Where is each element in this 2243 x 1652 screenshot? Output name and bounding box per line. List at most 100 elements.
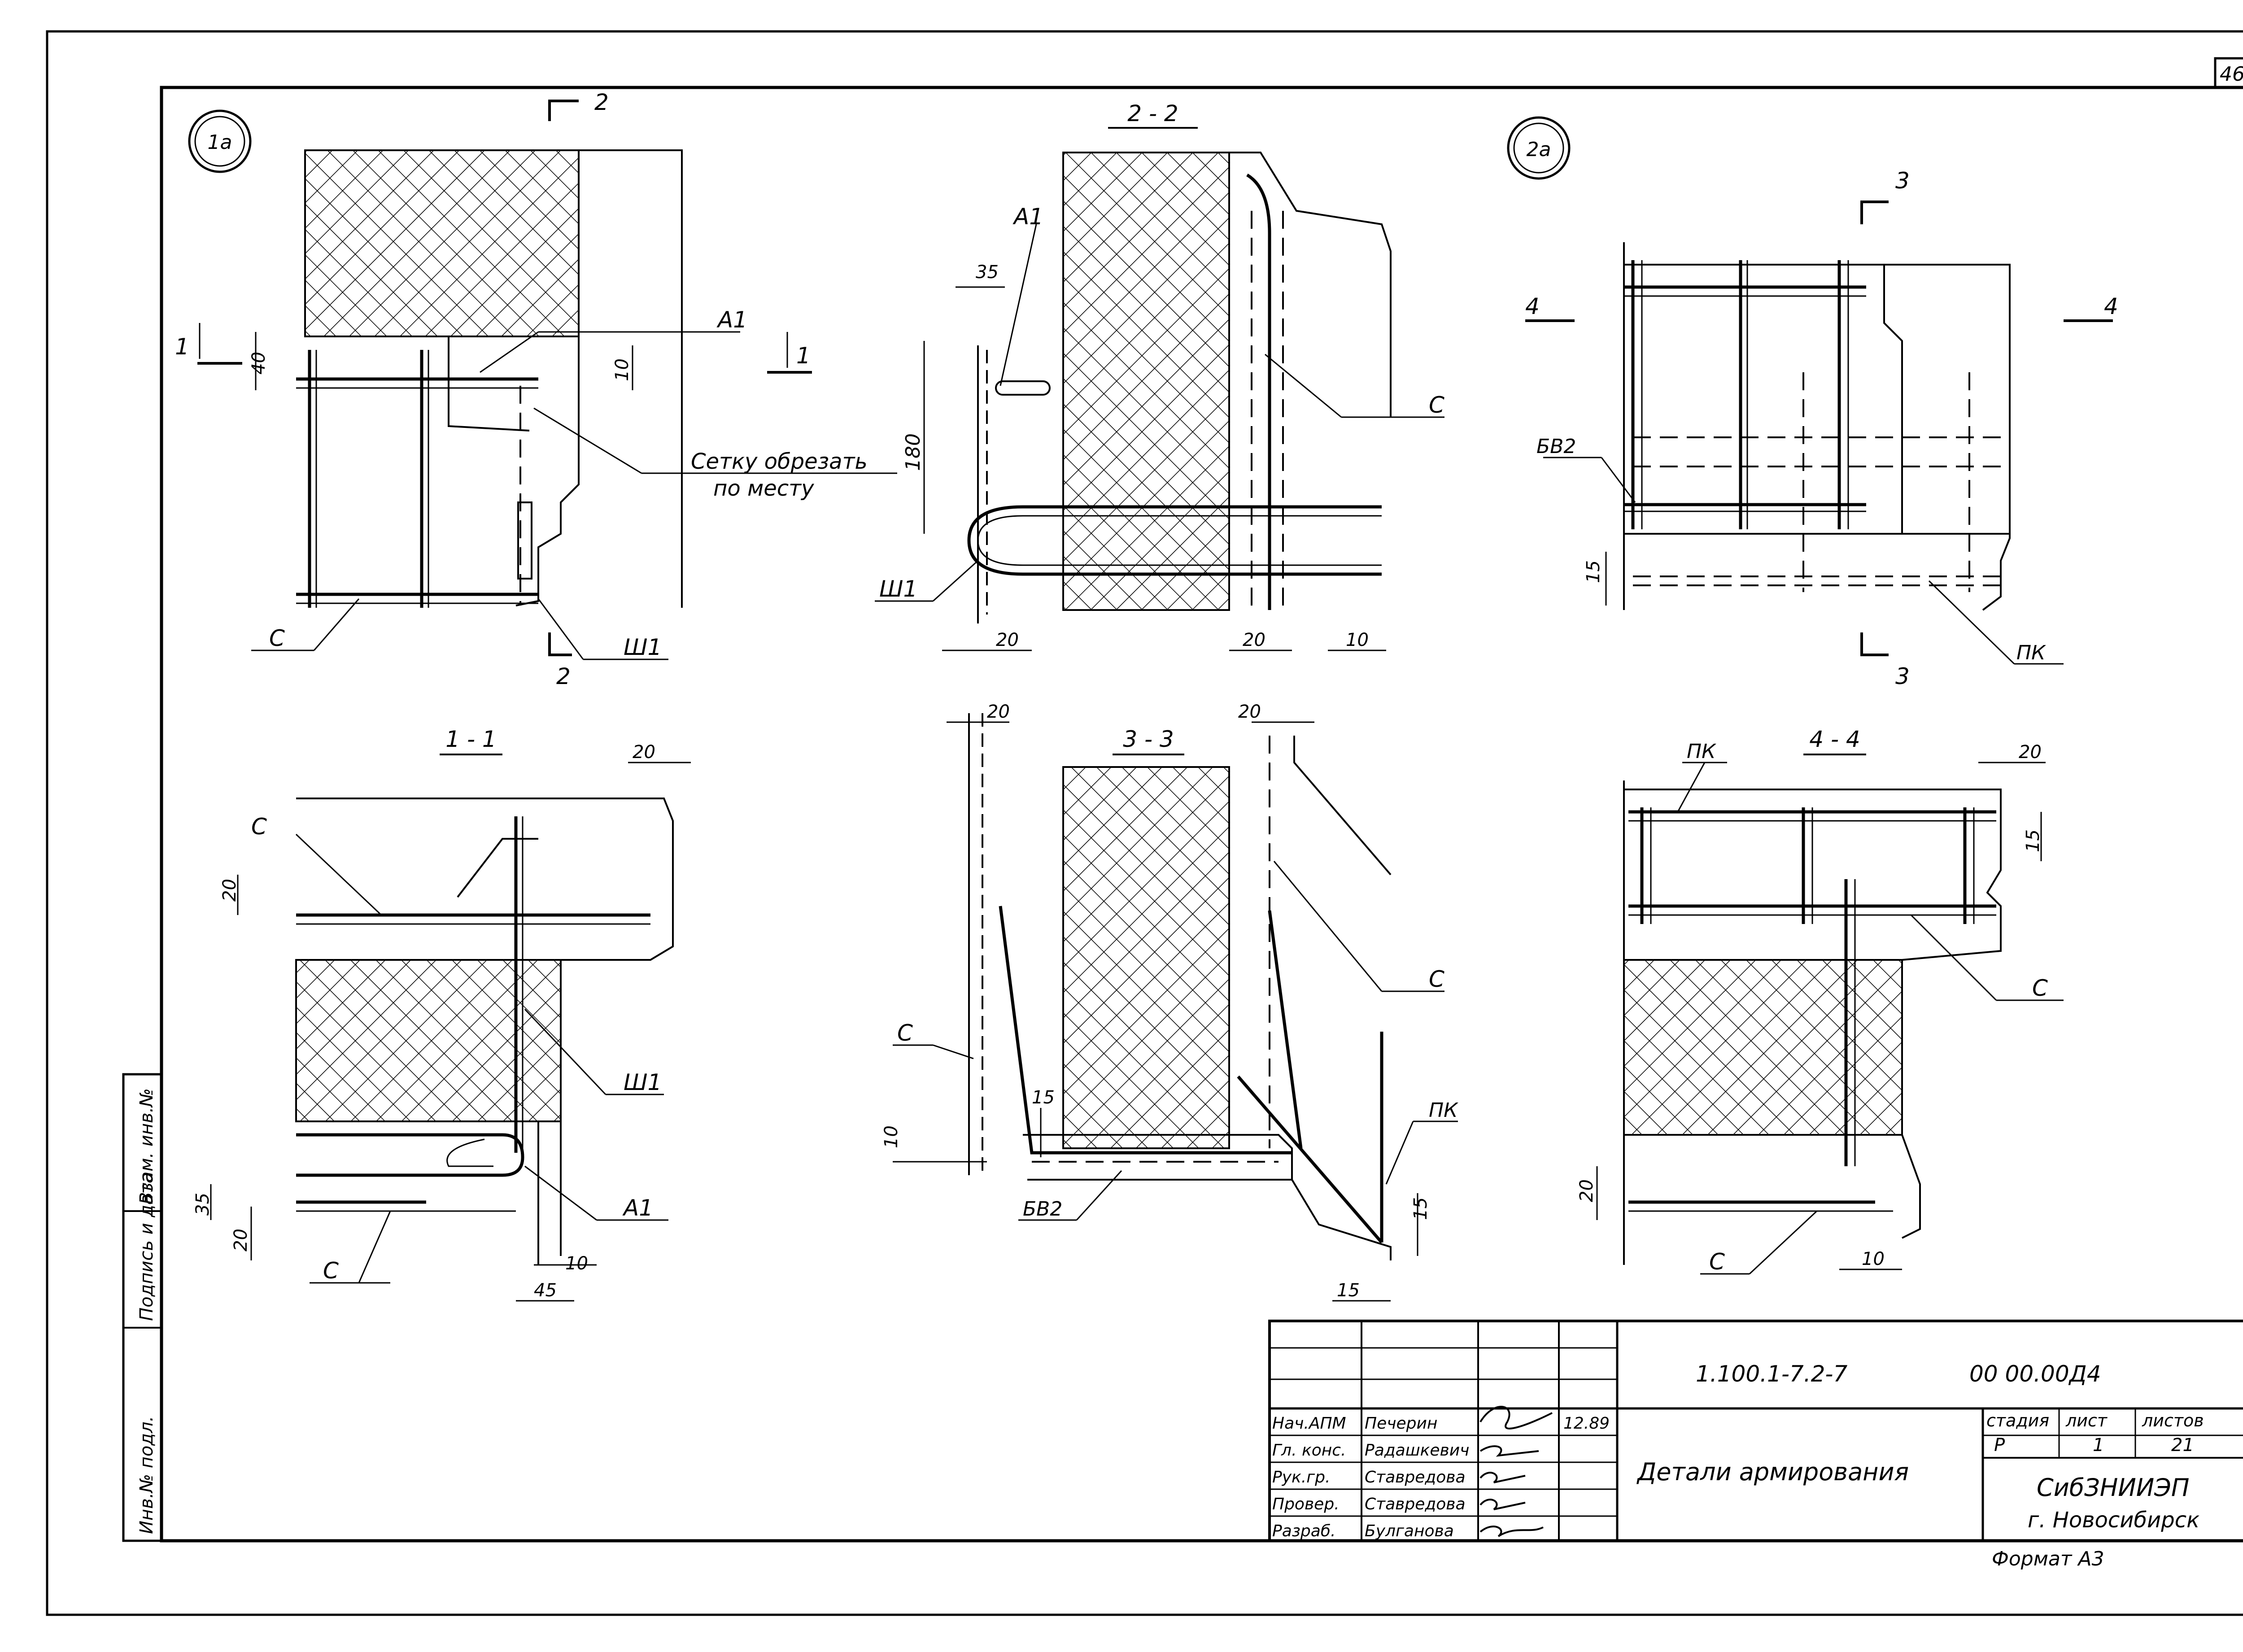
name-5: Булганова xyxy=(1365,1522,1454,1540)
view-2a-cut-left: 4 xyxy=(1525,293,1540,319)
name-2: Радашкевич xyxy=(1365,1441,1469,1460)
city: г. Новосибирск xyxy=(2028,1508,2199,1533)
name-1: Печерин xyxy=(1365,1414,1437,1433)
view-2-2-dim-180: 180 xyxy=(902,433,925,471)
view-2-2-dim-20b: 20 xyxy=(1243,630,1266,650)
view-1-1-title: 1 - 1 xyxy=(445,726,496,752)
view-4-4-mesh-label-right: С xyxy=(2032,975,2048,1001)
view-2-2-mesh-label: С xyxy=(1429,392,1444,418)
view-2a-frame-label: БВ2 xyxy=(1536,435,1576,458)
role-1: Нач.АПМ xyxy=(1272,1414,1346,1433)
side-stamp: Инв.№ подл. Подпись и дата Взам. инв.№ xyxy=(122,1073,163,1542)
view-3-3-frame-label: БВ2 xyxy=(1023,1198,1062,1220)
view-4-4-dim-20b: 20 xyxy=(1576,1179,1597,1202)
approval-date: 12.89 xyxy=(1563,1414,1610,1433)
view-4-4-mesh-label-bottom: С xyxy=(1709,1249,1725,1275)
doc-code: 00 00.00Д4 xyxy=(1969,1361,2101,1387)
sheet-value: 1 xyxy=(2093,1435,2104,1456)
view-2-2: 2 - 2 А1 С Ш1 35 180 20 20 10 xyxy=(875,100,1444,651)
view-2a: 2а 3 3 4 4 БВ2 ПК xyxy=(1507,116,2118,689)
view-1a-rebar-label: А1 xyxy=(716,307,747,333)
view-1a-loop-label: Ш1 xyxy=(624,634,662,660)
view-1-1-dim-45: 45 xyxy=(534,1280,557,1301)
side-stamp-inv: Инв.№ подл. xyxy=(136,1416,157,1534)
view-1-1-dim-20b: 20 xyxy=(219,879,240,902)
view-2a-cage-label: ПК xyxy=(2016,641,2046,664)
view-1a-cut-bottom: 2 xyxy=(556,663,571,689)
drawing-frame xyxy=(160,86,2243,1543)
paper-format: Формат А3 xyxy=(1992,1547,2104,1570)
view-2-2-loop-label: Ш1 xyxy=(879,576,917,602)
view-2a-cut-top: 3 xyxy=(1895,168,1910,194)
view-4-4-dim-15: 15 xyxy=(2023,829,2043,852)
view-2-2-rebar-label: А1 xyxy=(1012,204,1043,230)
view-1a-mesh-label: С xyxy=(269,625,285,651)
view-3-3-cage-label: ПК xyxy=(1429,1099,1458,1122)
name-3: Ставредова xyxy=(1365,1468,1466,1486)
view-1a-dim-40: 40 xyxy=(249,352,269,375)
view-1a-tag: 1а xyxy=(208,131,232,154)
view-1a-note-line1: Сетку обрезать xyxy=(691,449,868,474)
signature-2 xyxy=(1479,1445,1539,1457)
view-2a-cut-right: 4 xyxy=(2104,293,2118,319)
view-3-3-dim-20b: 20 xyxy=(1238,702,1261,722)
view-3-3-mesh-label-left: С xyxy=(897,1020,913,1046)
view-2-2-dim-35: 35 xyxy=(976,262,999,283)
page-number: 46 xyxy=(2220,63,2243,86)
signature-3 xyxy=(1479,1472,1526,1483)
view-3-3-title: 3 - 3 xyxy=(1123,726,1174,752)
doc-code-series: 1.100.1-7.2-7 xyxy=(1696,1361,1847,1387)
view-1a: 1а А1 Сетку обрезать по месту С Ш1 xyxy=(175,89,897,689)
view-2-2-dim-20a: 20 xyxy=(996,630,1019,650)
view-1a-cut-left: 1 xyxy=(175,334,189,360)
sheet-header: лист xyxy=(2065,1411,2108,1430)
view-1-1: 1 - 1 С Ш1 А1 С 20 20 35 20 xyxy=(192,726,691,1302)
view-1-1-dim-10: 10 xyxy=(565,1253,588,1274)
outer-border xyxy=(46,30,2243,1616)
view-3-3-dim-10: 10 xyxy=(881,1125,902,1148)
view-3-3-dim-15b: 15 xyxy=(1410,1197,1431,1220)
stage-value: Р xyxy=(1994,1435,2005,1456)
role-3: Рук.гр. xyxy=(1272,1468,1330,1486)
view-1a-note-line2: по месту xyxy=(713,476,814,501)
view-1a-cut-right: 1 xyxy=(796,343,811,369)
view-3-3-mesh-label-right: С xyxy=(1429,966,1444,992)
view-1-1-loop-label: Ш1 xyxy=(624,1069,662,1095)
side-stamp-sign: Подпись и дата xyxy=(136,1173,157,1321)
view-1-1-mesh-label-top: С xyxy=(251,814,267,840)
signature-5 xyxy=(1479,1526,1544,1537)
view-2a-cut-bottom: 3 xyxy=(1895,663,1910,689)
view-4-4-cage-label: ПК xyxy=(1687,740,1716,763)
role-5: Разраб. xyxy=(1272,1522,1335,1540)
view-1a-cut-top: 2 xyxy=(594,89,609,115)
signature-1 xyxy=(1479,1406,1553,1430)
side-stamp-replace: Взам. инв.№ xyxy=(136,1088,157,1204)
sheets-header: листов xyxy=(2142,1411,2204,1430)
view-3-3-dim-20a: 20 xyxy=(987,702,1010,722)
view-4-4-title: 4 - 4 xyxy=(1809,726,1860,752)
title-block: 1.100.1-7.2-7 00 00.00Д4 Детали армирова… xyxy=(1268,1320,2243,1570)
view-2a-dim-15: 15 xyxy=(1583,560,1604,583)
view-1-1-mesh-label-bottom: С xyxy=(323,1258,339,1284)
drawing-title: Детали армирования xyxy=(1636,1458,1909,1486)
view-1-1-dim-20c: 20 xyxy=(231,1229,251,1251)
view-4-4: 4 - 4 ПК С С 20 15 xyxy=(1576,726,2064,1275)
view-3-3: 3 - 3 С С БВ2 ПК 20 20 15 10 xyxy=(881,702,1458,1302)
view-1-1-dim-20a: 20 xyxy=(633,742,655,763)
organization: СибЗНИИЭП xyxy=(2037,1473,2189,1502)
view-1-1-rebar-label: А1 xyxy=(622,1195,653,1221)
view-4-4-dim-20a: 20 xyxy=(2019,742,2042,763)
stage-header: стадия xyxy=(1986,1411,2049,1430)
view-1-1-dim-35: 35 xyxy=(192,1193,213,1216)
view-4-4-dim-10: 10 xyxy=(1862,1249,1885,1269)
signature-4 xyxy=(1479,1499,1526,1510)
view-2-2-dim-10: 10 xyxy=(1346,630,1369,650)
role-2: Гл. конс. xyxy=(1272,1441,1346,1460)
view-3-3-dim-15c: 15 xyxy=(1337,1280,1360,1301)
role-4: Провер. xyxy=(1272,1495,1340,1513)
view-3-3-dim-15a: 15 xyxy=(1032,1087,1055,1108)
page-number-box xyxy=(2214,57,2243,89)
view-2-2-title: 2 - 2 xyxy=(1127,100,1178,126)
sheets-value: 21 xyxy=(2171,1435,2194,1456)
